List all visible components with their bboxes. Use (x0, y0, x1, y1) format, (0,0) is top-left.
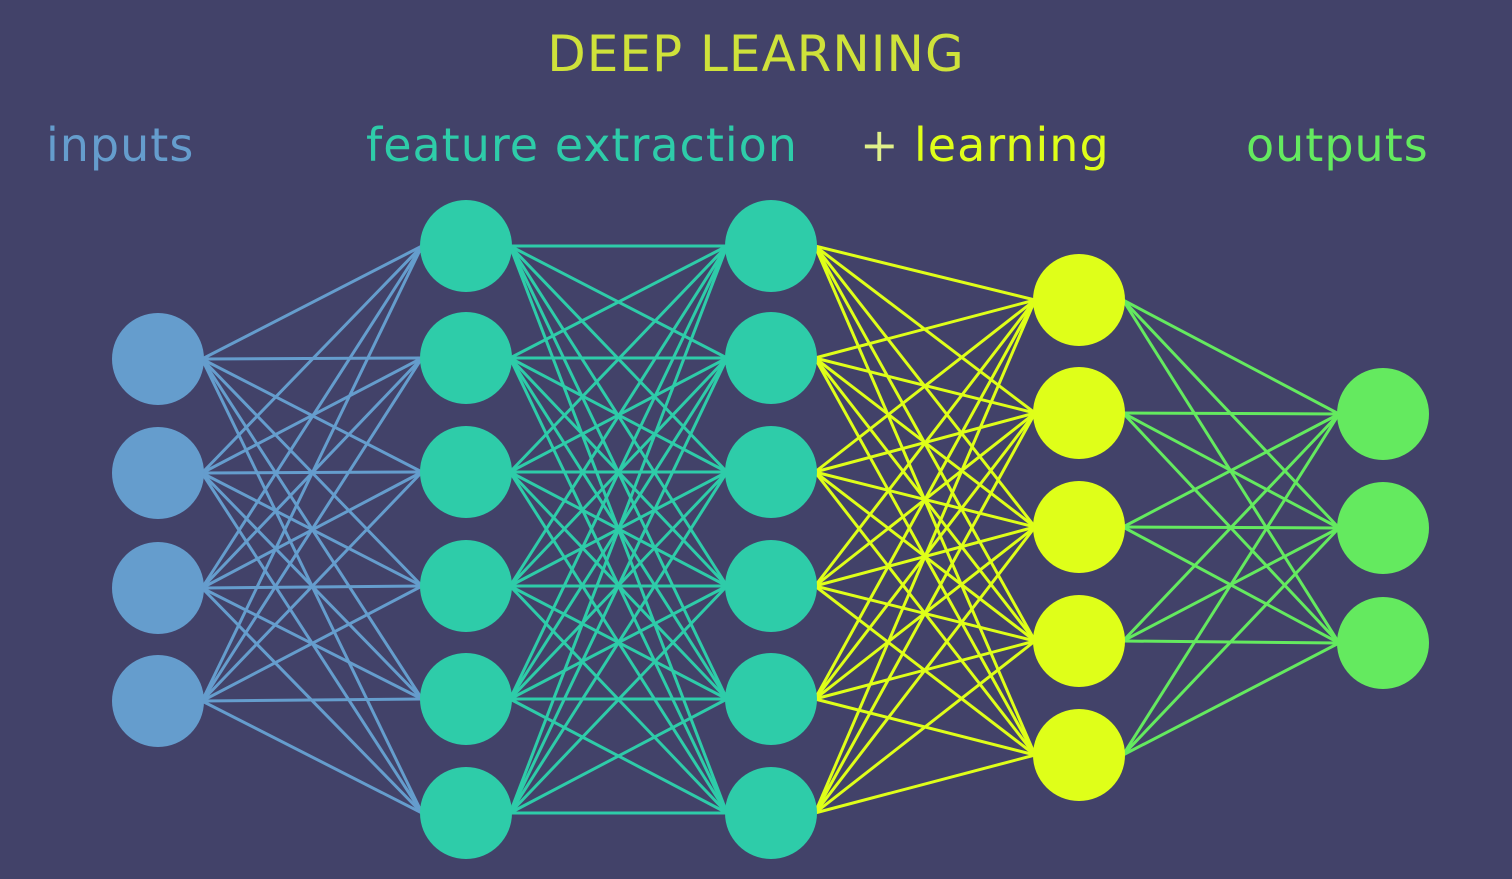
connection-1-5-4 (509, 697, 728, 815)
nodes-group (112, 200, 1429, 859)
hidden-2-node-3 (725, 426, 817, 518)
learning-label: learning (914, 118, 1110, 172)
hidden-1-node-4 (420, 540, 512, 632)
hidden-3-node-2 (1033, 367, 1125, 459)
connection-0-1-0 (200, 244, 424, 475)
inputs-node-2 (112, 427, 204, 519)
connection-1-2-0 (508, 244, 729, 474)
hidden-2-node-5 (725, 653, 817, 745)
hidden-1-node-1 (420, 200, 512, 292)
connection-2-2-0 (814, 298, 1036, 474)
hidden-1-node-3 (420, 426, 512, 518)
connection-0-2-0 (200, 245, 424, 589)
feature-extraction-label: feature extraction (366, 118, 798, 172)
hidden-1-node-6 (420, 767, 512, 859)
connection-2-5-1 (813, 412, 1037, 814)
hidden-2-node-6 (725, 767, 817, 859)
connection-3-4-2 (1122, 641, 1340, 757)
outputs-node-1 (1337, 368, 1429, 460)
connection-2-5-2 (813, 526, 1037, 814)
connection-2-3-0 (813, 299, 1037, 587)
connection-0-3-2 (200, 470, 424, 703)
inputs-node-4 (112, 655, 204, 747)
outputs-label: outputs (1246, 118, 1429, 172)
connection-0-0-0 (201, 244, 423, 361)
connection-2-4-0 (813, 299, 1037, 700)
outputs-node-2 (1337, 482, 1429, 574)
connection-2-5-0 (813, 299, 1037, 814)
hidden-3-node-1 (1033, 254, 1125, 346)
connection-0-3-4 (201, 697, 423, 703)
connection-2-5-3 (814, 639, 1036, 815)
connection-0-3-0 (200, 245, 424, 702)
connection-1-5-3 (508, 584, 729, 815)
plus-sign: + (860, 118, 900, 172)
outputs-node-3 (1337, 597, 1429, 689)
connection-1-5-2 (508, 471, 729, 814)
connection-1-4-0 (508, 245, 729, 700)
connection-3-0-0 (1122, 298, 1340, 416)
connection-3-3-0 (1121, 412, 1341, 643)
connection-2-1-0 (814, 298, 1036, 360)
hidden-3-node-3 (1033, 481, 1125, 573)
inputs-label: inputs (46, 118, 195, 172)
inputs-node-3 (112, 542, 204, 634)
hidden-2-node-1 (725, 200, 817, 292)
hidden-3-node-4 (1033, 595, 1125, 687)
connection-2-0-0 (814, 244, 1036, 302)
connection-1-1-0 (509, 244, 728, 360)
connection-3-4-0 (1121, 413, 1341, 756)
hidden-1-node-2 (420, 312, 512, 404)
connection-0-3-1 (200, 357, 424, 702)
connection-3-4-1 (1121, 526, 1341, 757)
diagram-title: DEEP LEARNING (547, 25, 965, 83)
connection-1-5-1 (508, 357, 729, 814)
connection-0-3-5 (201, 699, 423, 815)
hidden-3-node-5 (1033, 709, 1125, 801)
hidden-2-node-2 (725, 312, 817, 404)
connection-3-1-0 (1122, 411, 1340, 416)
connection-3-2-0 (1122, 412, 1340, 529)
connection-1-3-0 (508, 245, 729, 587)
connection-1-5-0 (508, 245, 729, 814)
hidden-1-node-5 (420, 653, 512, 745)
connections-group (200, 244, 1341, 815)
hidden-2-node-4 (725, 540, 817, 632)
inputs-node-1 (112, 313, 204, 405)
connection-0-3-3 (201, 584, 423, 703)
connection-2-5-4 (814, 753, 1036, 815)
